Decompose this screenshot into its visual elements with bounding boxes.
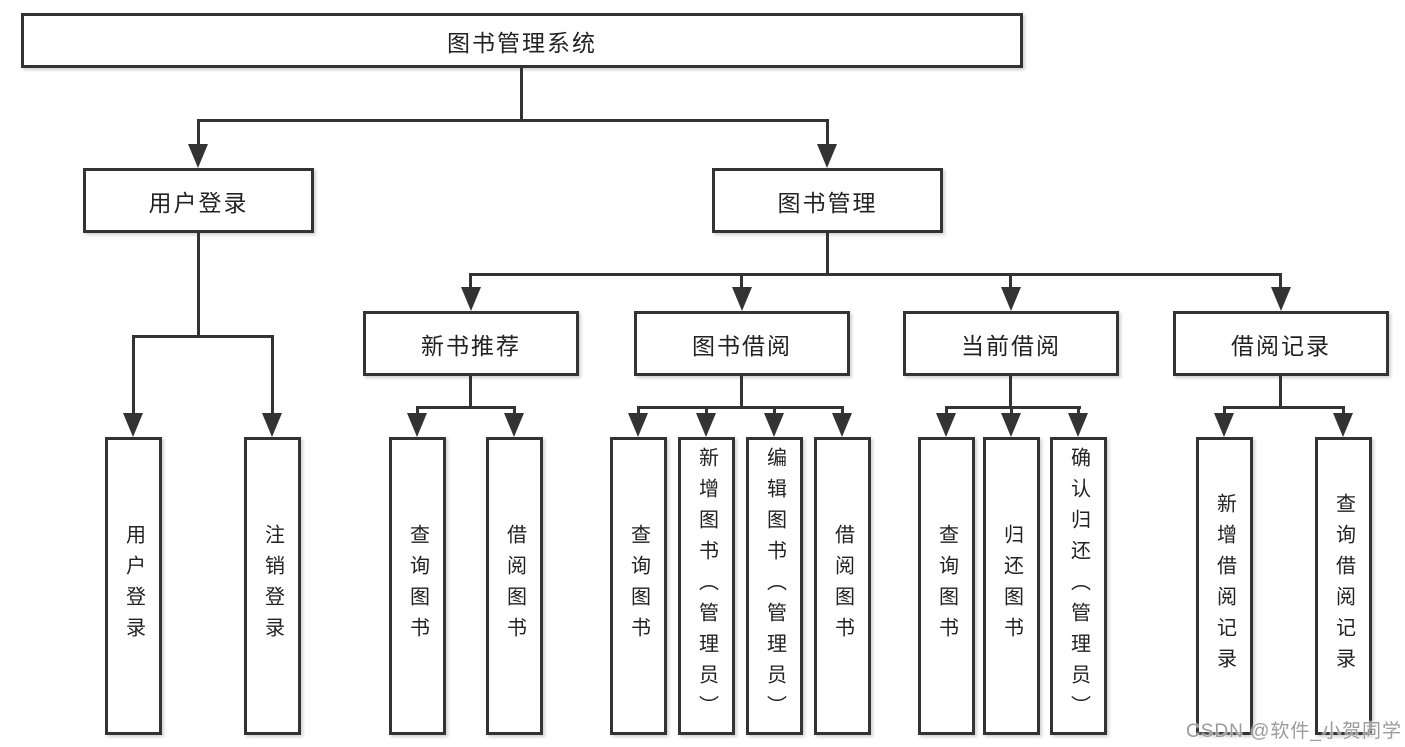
node-leaf-query-books-newrec: 查询图书	[389, 437, 446, 735]
arrowhead	[696, 413, 716, 437]
arrowhead	[407, 413, 427, 437]
arrowhead	[936, 413, 956, 437]
connector-line	[271, 335, 274, 415]
arrowhead	[262, 413, 282, 437]
connector-line	[740, 376, 743, 408]
leaf-label: 借阅图书	[831, 524, 854, 648]
node-new-book-recommend: 新书推荐	[363, 311, 579, 376]
leaf-label: 编辑图书（管理员）	[763, 446, 786, 726]
connector-line	[1010, 406, 1013, 416]
connector-line	[1223, 406, 1345, 409]
connector-line	[469, 273, 1282, 276]
node-leaf-user-login: 用户登录	[105, 437, 162, 735]
arrowhead	[188, 144, 208, 168]
connector-line	[1223, 406, 1226, 416]
connector-line	[1279, 273, 1282, 290]
node-book-management-label: 图书管理	[777, 189, 878, 216]
node-leaf-add-borrow-record: 新增借阅记录	[1196, 437, 1253, 735]
connector-line	[520, 68, 523, 121]
connector-line	[197, 119, 829, 122]
csdn-watermark: CSDN @软件_小贺同学	[1186, 721, 1402, 742]
arrowhead	[628, 413, 648, 437]
connector-line	[1077, 406, 1080, 416]
leaf-label: 用户登录	[122, 524, 145, 648]
node-leaf-edit-books-admin: 编辑图书（管理员）	[746, 437, 803, 735]
node-leaf-confirm-return-admin: 确认归还（管理员）	[1050, 437, 1107, 735]
arrowhead	[1214, 413, 1234, 437]
leaf-label: 注销登录	[261, 524, 284, 648]
node-leaf-return-books: 归还图书	[983, 437, 1040, 735]
connector-line	[637, 406, 844, 409]
arrowhead	[832, 413, 852, 437]
leaf-label: 确认归还（管理员）	[1067, 446, 1090, 726]
leaf-label: 新增图书（管理员）	[695, 446, 718, 726]
connector-line	[1009, 376, 1012, 408]
leaf-label: 归还图书	[1000, 524, 1023, 648]
arrowhead	[123, 413, 143, 437]
node-borrowing-records: 借阅记录	[1173, 311, 1389, 376]
node-leaf-query-books-borrow: 查询图书	[610, 437, 667, 735]
node-book-management: 图书管理	[712, 168, 943, 233]
arrowhead	[732, 287, 752, 311]
connector-line	[416, 406, 516, 409]
node-leaf-add-books-admin: 新增图书（管理员）	[678, 437, 735, 735]
node-leaf-logout: 注销登录	[244, 437, 301, 735]
leaf-label: 查询借阅记录	[1332, 493, 1355, 679]
connector-line	[705, 406, 708, 416]
arrowhead	[764, 413, 784, 437]
node-current-borrowing-label: 当前借阅	[961, 332, 1061, 359]
connector-line	[469, 376, 472, 408]
arrowhead	[1001, 287, 1021, 311]
connector-line	[469, 273, 472, 290]
arrowhead	[461, 287, 481, 311]
connector-line	[513, 406, 516, 416]
node-current-borrowing: 当前借阅	[903, 311, 1119, 376]
leaf-label: 查询图书	[935, 524, 958, 648]
arrowhead	[1001, 413, 1021, 437]
node-borrowing-records-label: 借阅记录	[1231, 332, 1331, 359]
node-book-borrowing-label: 图书借阅	[692, 332, 792, 359]
node-book-borrowing: 图书借阅	[634, 311, 850, 376]
connector-line	[945, 406, 948, 416]
connector-line	[740, 273, 743, 290]
node-user-login-label: 用户登录	[148, 189, 249, 216]
node-user-login: 用户登录	[83, 168, 314, 233]
connector-line	[826, 119, 829, 147]
arrowhead	[1333, 413, 1353, 437]
arrowhead	[504, 413, 524, 437]
node-new-book-recommend-label: 新书推荐	[421, 332, 521, 359]
node-library-system: 图书管理系统	[21, 13, 1023, 68]
connector-line	[1009, 273, 1012, 290]
node-leaf-borrow-books-newrec: 借阅图书	[486, 437, 543, 735]
leaf-label: 新增借阅记录	[1213, 493, 1236, 679]
connector-line	[1279, 376, 1282, 408]
connector-line	[197, 119, 200, 147]
connector-line	[1342, 406, 1345, 416]
connector-line	[826, 233, 829, 275]
leaf-label: 查询图书	[406, 524, 429, 648]
connector-line	[637, 406, 640, 416]
leaf-label: 借阅图书	[503, 524, 526, 648]
connector-line	[197, 233, 200, 337]
node-leaf-query-books-current: 查询图书	[918, 437, 975, 735]
node-library-system-label: 图书管理系统	[447, 29, 597, 56]
connector-line	[773, 406, 776, 416]
node-leaf-borrow-books: 借阅图书	[814, 437, 871, 735]
connector-line	[841, 406, 844, 416]
leaf-label: 查询图书	[627, 524, 650, 648]
connector-line	[132, 335, 274, 338]
arrowhead	[1271, 287, 1291, 311]
connector-line	[132, 335, 135, 415]
connector-line	[945, 406, 1081, 409]
arrowhead	[817, 144, 837, 168]
node-leaf-query-borrow-record: 查询借阅记录	[1315, 437, 1372, 735]
arrowhead	[1068, 413, 1088, 437]
connector-line	[416, 406, 419, 416]
